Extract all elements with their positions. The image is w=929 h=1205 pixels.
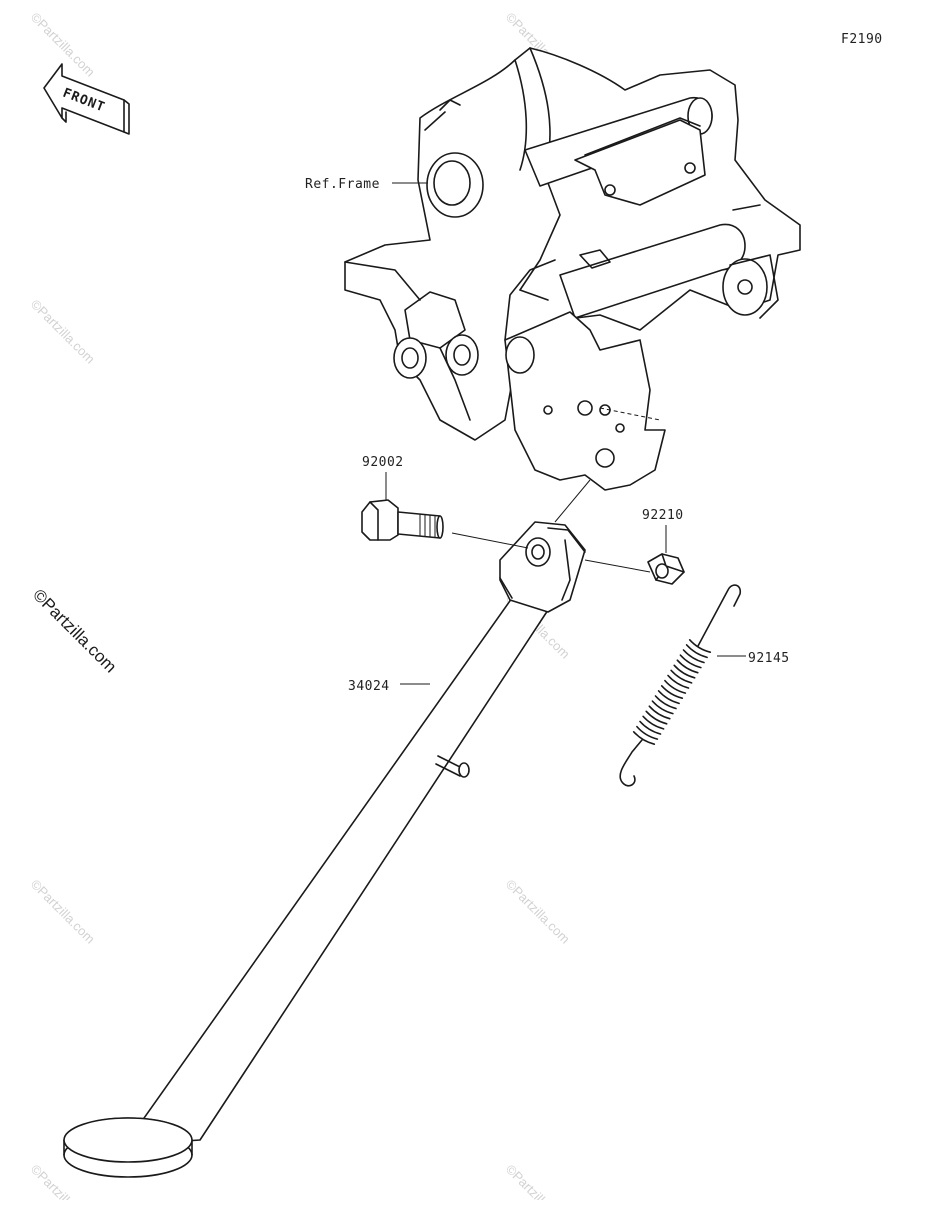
spring-coil — [676, 659, 699, 674]
spring-coil — [685, 644, 708, 659]
callouts: Ref.Frame 92002 92210 92145 34024 — [305, 177, 790, 694]
nut — [647, 553, 685, 585]
watermark: ©Partzilla.com — [503, 1162, 573, 1200]
spring-coil — [673, 664, 696, 679]
spring-coil — [664, 679, 687, 694]
callout-nut: 92210 — [642, 508, 684, 523]
front-arrow-icon: FRONT — [43, 63, 130, 135]
frame-assembly — [344, 47, 801, 491]
spring-coil — [682, 649, 705, 664]
spring-coil — [636, 725, 659, 740]
bolt — [361, 499, 444, 541]
spring-coil — [679, 654, 702, 669]
spring-coil — [651, 700, 674, 715]
spring — [619, 584, 742, 787]
watermark: ©Partzilla.com — [28, 877, 98, 947]
spring-coil — [642, 715, 665, 730]
watermark: ©Partzilla.com — [28, 297, 98, 367]
callout-ref-frame: Ref.Frame — [305, 177, 380, 192]
watermark: ©Partzilla.com — [503, 877, 573, 947]
spring-coil — [670, 669, 693, 684]
spring-coil — [648, 705, 671, 720]
spring-coil — [660, 685, 684, 699]
callout-bolt: 92002 — [362, 455, 404, 470]
spring-coil — [645, 710, 668, 725]
spring-coil — [657, 690, 680, 705]
side-stand — [63, 521, 586, 1178]
watermark-strong: ©Partzilla.com — [29, 585, 120, 676]
spring-coil — [654, 695, 677, 710]
watermark: ©Partzilla.com — [28, 10, 98, 80]
figure-code: F2190 — [841, 32, 883, 47]
callout-spring: 92145 — [748, 651, 790, 666]
spring-coil — [639, 720, 662, 735]
spring-coil — [688, 639, 712, 653]
callout-side-stand: 34024 — [348, 679, 390, 694]
spring-coil — [667, 674, 690, 689]
spring-coil — [632, 731, 656, 745]
